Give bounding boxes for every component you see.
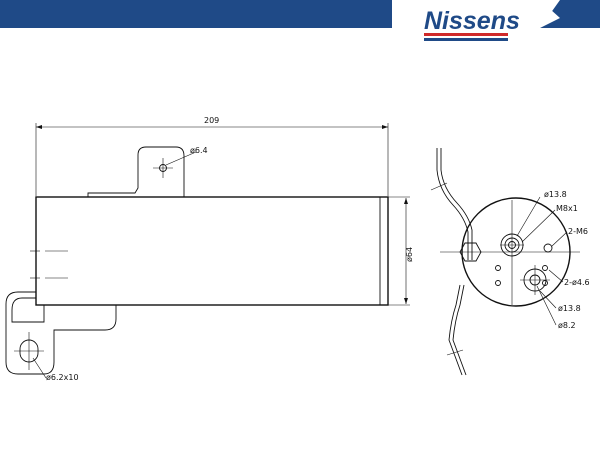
header-band xyxy=(0,0,600,28)
header-stripe-left xyxy=(0,0,392,28)
dim-diameter: ø64 xyxy=(405,247,414,262)
dim-fitting-bottom: ø13.8 xyxy=(558,304,581,313)
side-view: 209 ø64 ø6.4 ø6.2x10 xyxy=(5,116,414,382)
nissens-logo: Nissens xyxy=(424,7,520,41)
dim-bracket-hole: ø6.4 xyxy=(190,146,208,155)
svg-text:Nissens: Nissens xyxy=(424,7,520,35)
dim-screws: 2-M6 xyxy=(568,227,588,236)
dim-port: ø8.2 xyxy=(558,321,576,330)
dim-fitting-top: ø13.8 xyxy=(544,190,567,199)
dim-mount-slot: ø6.2x10 xyxy=(46,373,79,382)
end-view: ø13.8 M8x1 2-M6 2-ø4.6 ø13.8 ø8.2 xyxy=(430,148,590,376)
dim-length: 209 xyxy=(204,116,219,125)
dim-thread: M8x1 xyxy=(556,204,578,213)
dim-holes: 2-ø4.6 xyxy=(564,278,590,287)
